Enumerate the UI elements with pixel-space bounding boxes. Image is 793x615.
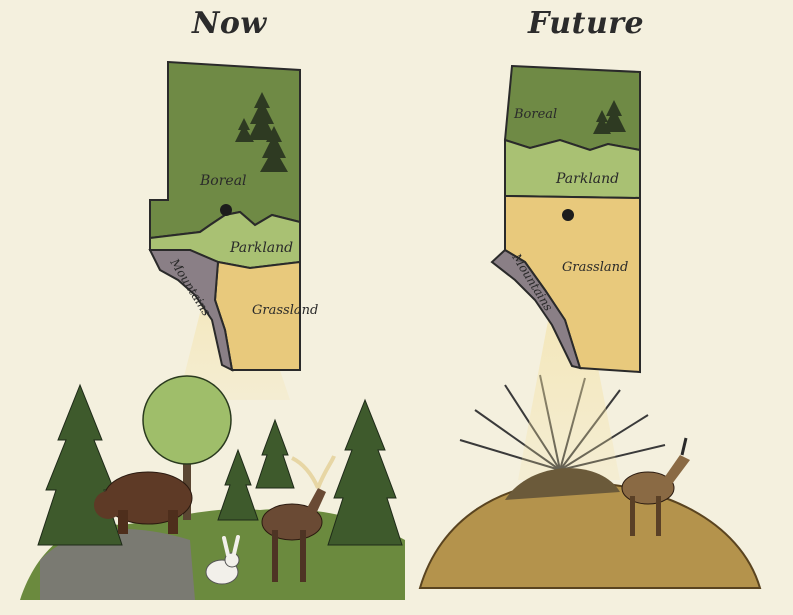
future-map-trees-icon bbox=[593, 100, 626, 134]
future-pronghorn-icon bbox=[621, 437, 690, 536]
future-location-dot bbox=[562, 209, 574, 221]
future-mountains-region bbox=[490, 248, 582, 370]
future-parkland-region bbox=[504, 138, 641, 200]
now-label-parkland: Parkland bbox=[229, 240, 293, 256]
future-sun bbox=[505, 468, 620, 500]
now-rock bbox=[40, 528, 195, 600]
title-now: Now bbox=[192, 6, 267, 41]
now-rabbit-icon bbox=[205, 535, 240, 585]
now-map bbox=[148, 60, 301, 372]
title-future: Future bbox=[528, 6, 645, 41]
now-deciduous-tree-icon bbox=[142, 375, 232, 520]
future-hill bbox=[418, 480, 762, 589]
now-elk-icon bbox=[261, 455, 336, 582]
future-label-boreal: Boreal bbox=[513, 107, 557, 122]
now-bear-icon bbox=[94, 471, 193, 534]
now-label-boreal: Boreal bbox=[199, 173, 247, 189]
now-mountains-region bbox=[148, 249, 234, 372]
now-label-grassland: Grassland bbox=[252, 303, 318, 318]
future-scene bbox=[418, 64, 762, 589]
future-label-parkland: Parkland bbox=[555, 171, 619, 187]
now-scene bbox=[20, 60, 405, 600]
future-label-grassland: Grassland bbox=[562, 260, 628, 275]
now-location-dot bbox=[220, 204, 232, 216]
future-map bbox=[490, 64, 641, 374]
now-map-trees-icon bbox=[235, 92, 288, 172]
